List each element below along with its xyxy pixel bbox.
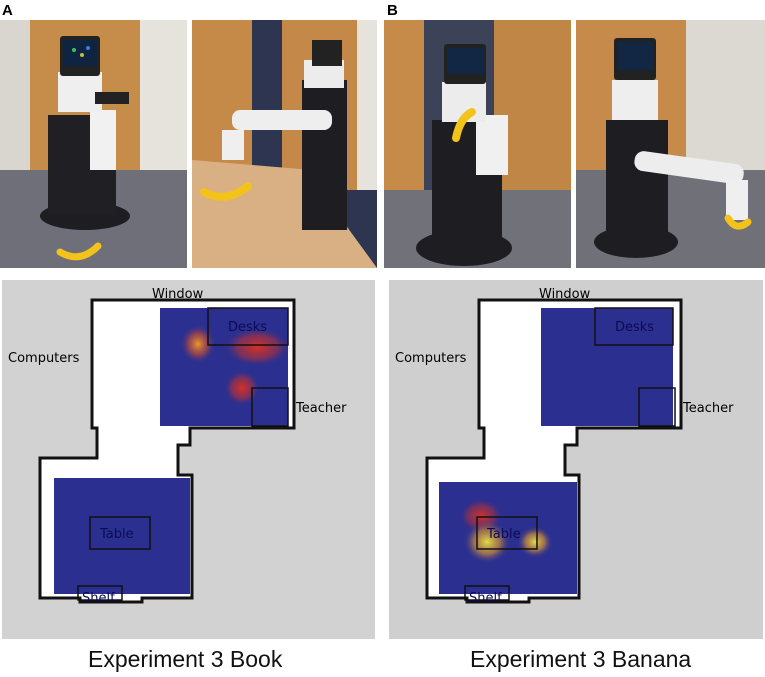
caption-book: Experiment 3 Book <box>88 646 283 672</box>
heatmap-banana: Window Desks Computers Teacher Table She… <box>389 280 763 639</box>
robot-photo-1 <box>0 20 187 268</box>
desks-label: Desks <box>615 320 654 335</box>
robot-photo-3 <box>384 20 571 268</box>
shelf-label: Shelf <box>82 591 115 606</box>
window-label: Window <box>539 287 591 302</box>
desks-label: Desks <box>228 320 267 335</box>
window-label: Window <box>152 287 204 302</box>
panel-letter-b: B <box>387 2 398 19</box>
computers-label: Computers <box>395 351 467 366</box>
caption-banana: Experiment 3 Banana <box>470 646 692 672</box>
panel-letter-a: A <box>2 2 13 19</box>
computers-label: Computers <box>8 351 80 366</box>
table-label: Table <box>486 527 521 542</box>
robot-photo-2 <box>192 20 377 268</box>
teacher-label: Teacher <box>682 401 734 416</box>
heatmap-book: Window Desks Computers Teacher Table She… <box>2 280 375 639</box>
teacher-label: Teacher <box>295 401 347 416</box>
table-label: Table <box>99 527 134 542</box>
shelf-label: Shelf <box>469 591 502 606</box>
robot-photo-4 <box>576 20 765 268</box>
